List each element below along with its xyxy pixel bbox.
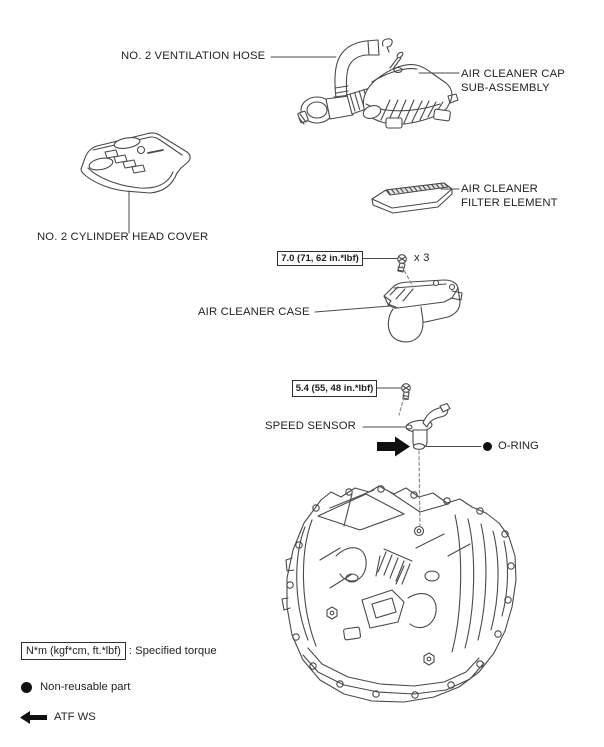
sensor-bolt-icon: [401, 383, 411, 401]
bolt-quantity-label: x 3: [414, 252, 430, 264]
legend-specified-torque: N*m (kgf*cm, ft.*lbf) : Specified torque: [21, 641, 217, 661]
ventilation-hose-label: NO. 2 VENTILATION HOSE: [121, 50, 266, 62]
non-reusable-text: Non-reusable part: [40, 681, 131, 693]
atf-ws-arrow-icon: [20, 710, 47, 724]
filter-element-illustration: [371, 182, 453, 214]
torque-meaning-text: : Specified torque: [128, 645, 217, 657]
legend-non-reusable: Non-reusable part: [21, 680, 130, 694]
case-bolt-torque-spec: 7.0 (71, 62 in.*lbf): [277, 251, 363, 266]
non-reusable-bullet-icon: [21, 681, 32, 693]
air-cleaner-filter-label-line2: FILTER ELEMENT: [461, 196, 558, 209]
atf-ws-text: ATF WS: [54, 711, 96, 723]
cylinder-head-cover-label: NO. 2 CYLINDER HEAD COVER: [37, 231, 209, 243]
non-reusable-bullet-icon: [483, 441, 492, 451]
air-cleaner-cap-label-line2: SUB-ASSEMBLY: [461, 81, 550, 94]
air-cleaner-cap-label: AIR CLEANER CAP SUB-ASSEMBLY: [461, 68, 565, 96]
air-cleaner-cap-illustration: [362, 64, 459, 129]
air-cleaner-cap-label-line1: AIR CLEANER CAP: [461, 68, 565, 80]
air-cleaner-case-illustration: [383, 279, 463, 343]
air-cleaner-filter-label-line1: AIR CLEANER: [461, 183, 538, 195]
o-ring-illustration: [412, 443, 426, 450]
engine-cover-illustration: [80, 132, 191, 194]
speed-sensor-torque-spec: 5.4 (55, 48 in.*lbf): [292, 380, 377, 397]
atf-apply-arrow-icon: [377, 436, 410, 457]
air-cleaner-case-label: AIR CLEANER CASE: [198, 306, 310, 318]
speed-sensor-illustration: [405, 402, 451, 449]
legend-atf-ws: ATF WS: [20, 710, 96, 724]
speed-sensor-label: SPEED SENSOR: [265, 420, 356, 432]
o-ring-label: O-RING: [498, 440, 539, 452]
air-cleaner-filter-label: AIR CLEANER FILTER ELEMENT: [461, 183, 558, 211]
transmission-illustration: [281, 485, 517, 703]
cap-screw-icon: [389, 51, 404, 70]
o-ring-label-row: O-RING: [483, 440, 539, 452]
leader-lines: [128, 56, 482, 447]
dashed-assembly-lines: [398, 265, 421, 530]
case-bolt-icon: [396, 254, 407, 273]
hose-clip-icon: [381, 38, 393, 53]
hose-clamp-illustration: [297, 96, 334, 125]
torque-unit-box: N*m (kgf*cm, ft.*lbf): [21, 642, 126, 660]
